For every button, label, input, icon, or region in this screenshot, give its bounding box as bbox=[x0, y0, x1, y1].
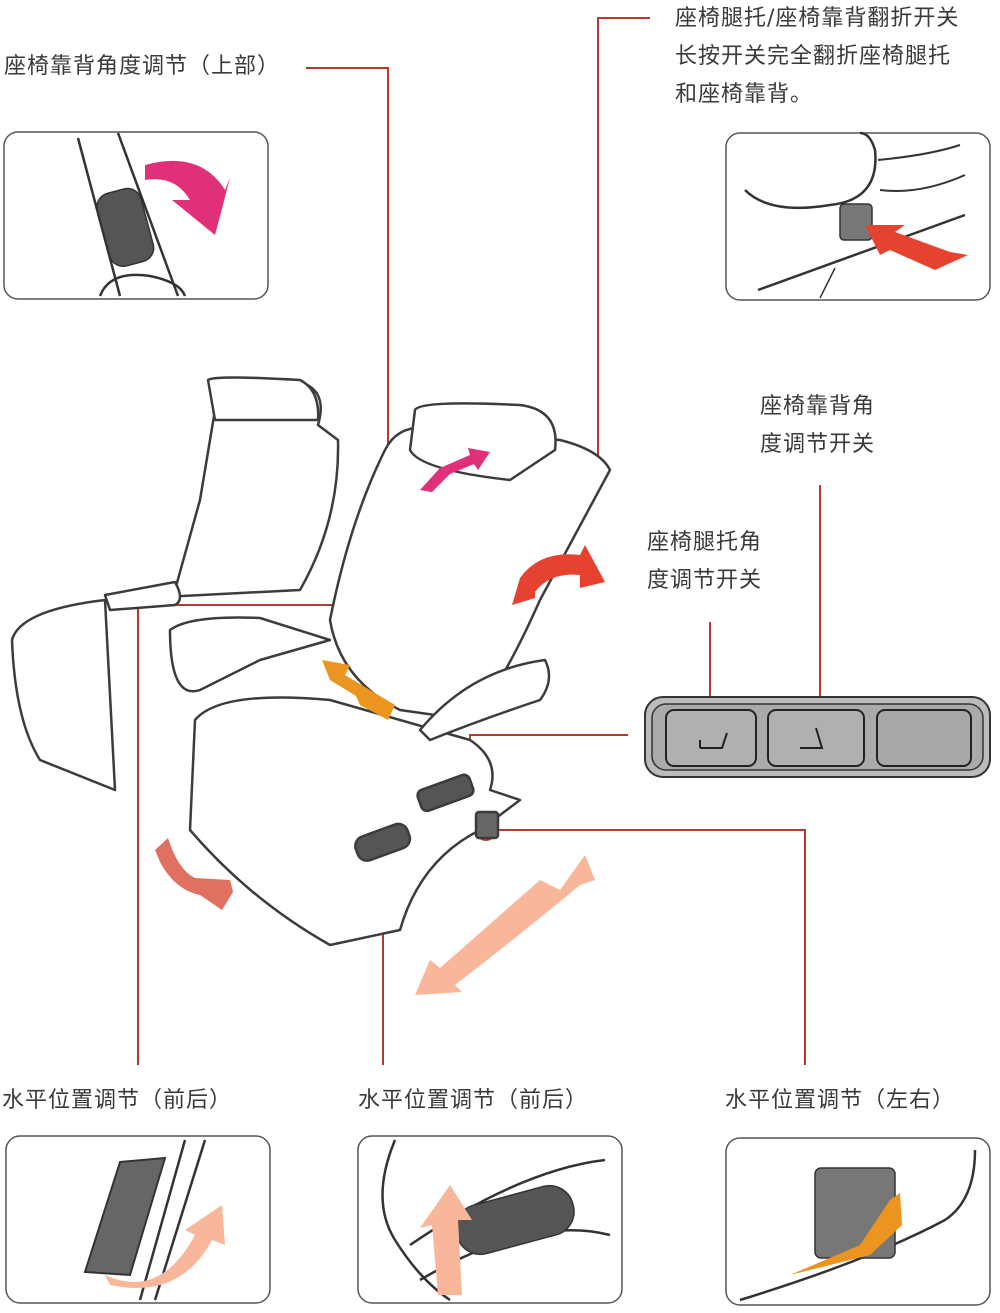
label-upper-backrest-angle: 座椅靠背角度调节（上部） bbox=[4, 54, 281, 79]
label-legrest-switch-2: 度调节开关 bbox=[647, 568, 763, 593]
label-backrest-switch-1: 座椅靠背角 bbox=[760, 394, 876, 419]
switch-panel bbox=[644, 696, 991, 778]
detail-panel-slide-front-back-center bbox=[357, 1135, 623, 1304]
label-slide-front-back-2: 水平位置调节（前后） bbox=[358, 1088, 589, 1113]
headrest-arrow-icon bbox=[420, 448, 490, 492]
magenta-rotate-arrow-icon bbox=[145, 160, 230, 235]
movement-arrows bbox=[155, 448, 605, 995]
backrest-angle-switch[interactable] bbox=[767, 709, 865, 767]
label-fold-switch-1: 座椅腿托/座椅靠背翻折开关 bbox=[675, 6, 960, 31]
red-press-arrow-icon bbox=[865, 225, 968, 270]
detail-panel-fold-switch bbox=[725, 131, 991, 301]
label-fold-switch-2: 长按开关完全翻折座椅腿托 bbox=[675, 44, 952, 69]
seat-illustration bbox=[10, 376, 612, 947]
slide-arrow-icon bbox=[415, 855, 595, 995]
label-backrest-switch-2: 度调节开关 bbox=[760, 432, 876, 457]
label-slide-front-back-1: 水平位置调节（前后） bbox=[2, 1088, 233, 1113]
label-slide-left-right: 水平位置调节（左右） bbox=[725, 1088, 956, 1113]
legrest-angle-switch[interactable] bbox=[665, 709, 757, 767]
legrest-arrow-icon bbox=[322, 660, 395, 720]
detail-panel-slide-front-back-left bbox=[5, 1135, 271, 1304]
label-fold-switch-3: 和座椅靠背。 bbox=[675, 82, 814, 107]
blank-switch bbox=[876, 709, 972, 767]
backrest-recline-arrow-icon bbox=[512, 545, 605, 605]
swivel-arrow-icon bbox=[155, 838, 233, 910]
detail-panel-slide-left-right bbox=[725, 1137, 991, 1306]
label-legrest-switch-1: 座椅腿托角 bbox=[647, 530, 763, 555]
detail-panel-upper-backrest bbox=[3, 131, 269, 300]
